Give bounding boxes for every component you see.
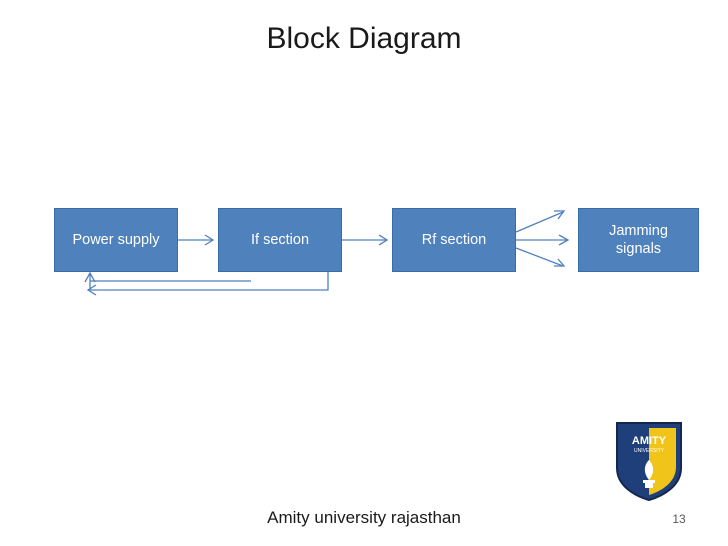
block-rf-section[interactable]: Rf section [392, 208, 516, 272]
footer-text: Amity university rajasthan [267, 508, 461, 527]
block-jamming-signals[interactable]: Jamming signals [578, 208, 699, 272]
svg-text:UNIVERSITY: UNIVERSITY [634, 448, 665, 454]
amity-university-logo: AMITY UNIVERSITY [616, 422, 682, 502]
block-if-section[interactable]: If section [218, 208, 342, 272]
block-power-supply[interactable]: Power supply [54, 208, 178, 272]
slide-number: 13 [672, 512, 686, 526]
svg-text:AMITY: AMITY [632, 435, 667, 447]
page-title: Block Diagram [266, 22, 462, 55]
